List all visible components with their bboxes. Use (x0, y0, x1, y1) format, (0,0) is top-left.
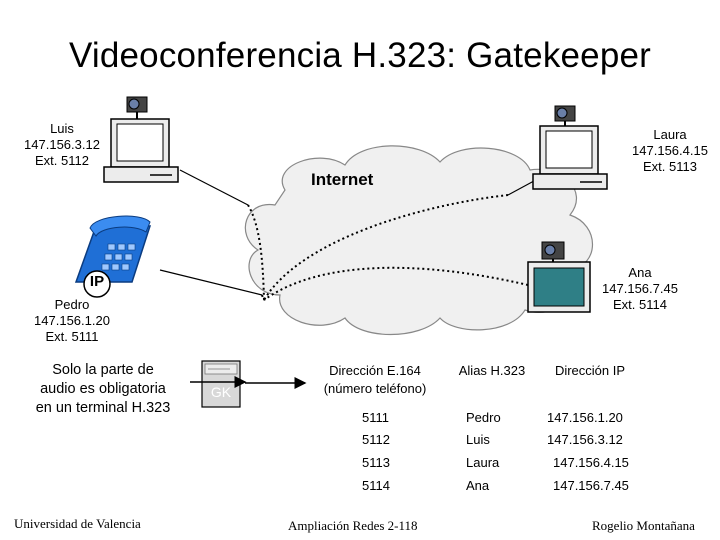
pedro-ip: 147.156.1.20 (34, 313, 110, 328)
audio-note: Solo la parte de audio es obligatoria en… (16, 361, 190, 418)
header-e164: Dirección E.164 (número teléfono) (310, 362, 440, 398)
laura-label: Laura 147.156.4.15 Ext. 5113 (620, 127, 720, 175)
header-alias: Alias H.323 (458, 363, 526, 378)
row-2-e164: 5112 (362, 432, 390, 447)
header-e164-line-1: Dirección E.164 (329, 363, 421, 378)
row-3-alias: Laura (466, 455, 500, 470)
ana-video-monitor-icon (527, 241, 591, 313)
luis-name: Luis (50, 121, 74, 136)
pedro-ip-phone-icon (74, 215, 152, 298)
row-1-e164: 5111 (362, 410, 389, 425)
ana-ip: 147.156.7.45 (602, 281, 678, 296)
pedro-label: Pedro 147.156.1.20 Ext. 5111 (22, 297, 122, 345)
header-ip: Dirección IP (554, 363, 626, 378)
row-2-ip: 147.156.3.12 (547, 432, 623, 447)
row-3-ip: 147.156.4.15 (553, 455, 629, 470)
ana-label: Ana 147.156.7.45 Ext. 5114 (590, 265, 690, 313)
luis-computer-icon (103, 96, 179, 183)
header-e164-line-2: (número teléfono) (323, 381, 427, 396)
row-4-e164: 5114 (362, 478, 390, 493)
laura-name: Laura (653, 127, 687, 142)
audio-note-line-1: Solo la parte de (52, 362, 154, 378)
pedro-ext: Ext. 5111 (45, 329, 99, 344)
gatekeeper-server-icon (201, 360, 241, 408)
row-4-ip: 147.156.7.45 (553, 478, 629, 493)
row-2-alias: Luis (466, 432, 490, 447)
gatekeeper-label: GK (210, 384, 232, 400)
ip-badge: IP (89, 273, 105, 290)
luis-ip: 147.156.3.12 (24, 137, 100, 152)
footer-center: Ampliación Redes 2-118 (288, 518, 418, 533)
laura-ext: Ext. 5113 (643, 159, 697, 174)
internet-label: Internet (311, 170, 374, 189)
row-1-ip: 147.156.1.20 (547, 410, 623, 425)
pedro-name: Pedro (54, 297, 90, 312)
ana-ext: Ext. 5114 (613, 297, 667, 312)
laura-computer-icon (532, 105, 608, 190)
luis-label: Luis 147.156.3.12 Ext. 5112 (12, 121, 112, 169)
audio-note-line-2: audio es obligatoria (40, 381, 166, 397)
footer-right: Rogelio Montañana (592, 518, 695, 533)
laura-ip: 147.156.4.15 (632, 143, 708, 158)
footer-left: Universidad de Valencia (14, 516, 141, 531)
audio-note-line-3: en un terminal H.323 (35, 400, 171, 416)
row-1-alias: Pedro (466, 410, 501, 425)
gatekeeper-signalling-paths (247, 194, 529, 301)
luis-ext: Ext. 5112 (35, 153, 89, 168)
ana-name: Ana (628, 265, 652, 280)
row-4-alias: Ana (466, 478, 490, 493)
page-title: Videoconferencia H.323: Gatekeeper (68, 36, 652, 75)
row-3-e164: 5113 (362, 455, 390, 470)
